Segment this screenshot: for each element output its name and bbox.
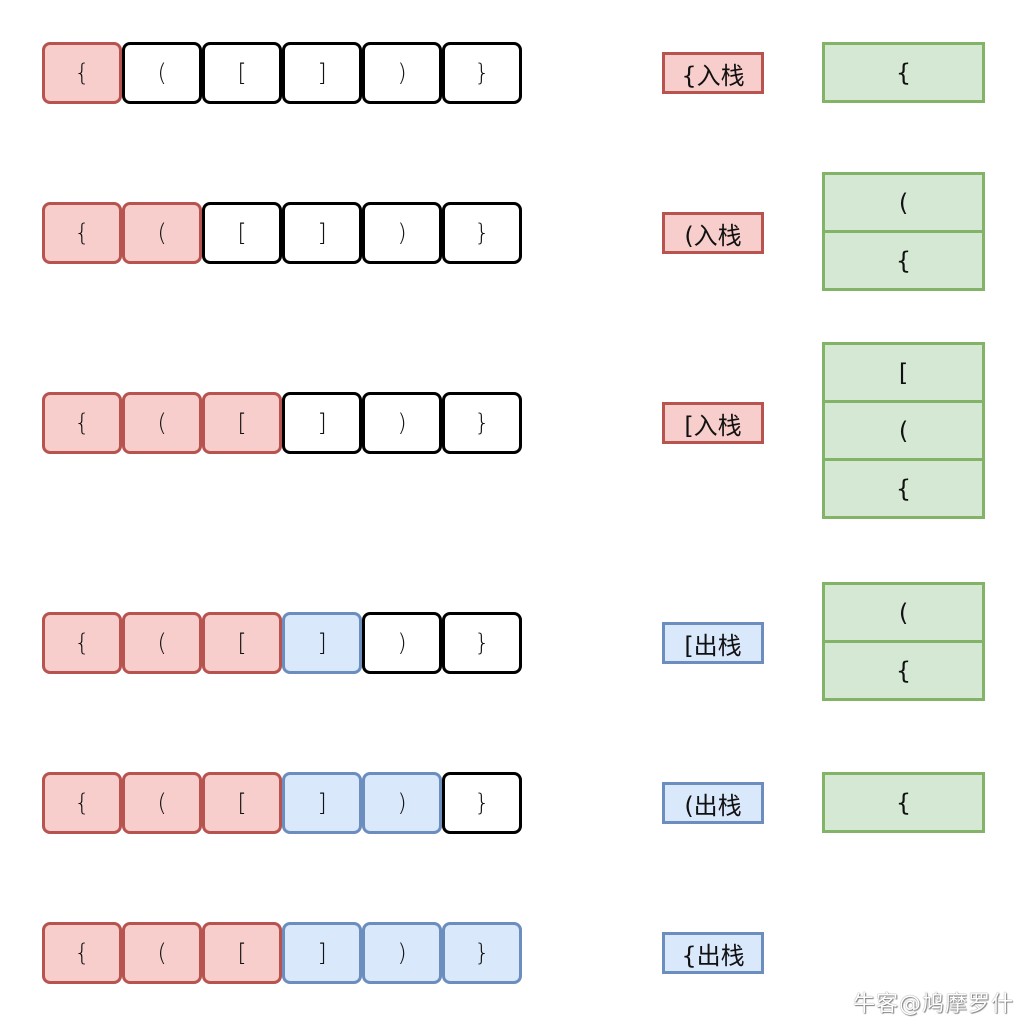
bracket-cell: }	[442, 42, 522, 104]
bracket-cell: {	[42, 772, 122, 834]
bracket-cell: )	[362, 922, 442, 984]
stack-element: {	[822, 42, 985, 103]
bracket-cell: {	[42, 612, 122, 674]
stack-state: ({	[822, 582, 985, 701]
bracket-cell: {	[42, 202, 122, 264]
bracket-cell: }	[442, 772, 522, 834]
pop-operation-label: [出栈	[662, 622, 764, 664]
bracket-cell: [	[202, 42, 282, 104]
push-operation-label: {入栈	[662, 52, 764, 94]
stack-state: ({	[822, 172, 985, 291]
bracket-cell: [	[202, 612, 282, 674]
stack-element: (	[822, 582, 985, 643]
bracket-cell: [	[202, 772, 282, 834]
bracket-cell: (	[122, 202, 202, 264]
bracket-cell: (	[122, 42, 202, 104]
bracket-sequence-row: {([])}	[42, 392, 524, 454]
bracket-cell: }	[442, 922, 522, 984]
stack-state: [({	[822, 342, 985, 519]
bracket-sequence-row: {([])}	[42, 612, 524, 674]
bracket-sequence-row: {([])}	[42, 202, 524, 264]
bracket-cell: [	[202, 202, 282, 264]
bracket-cell: }	[442, 202, 522, 264]
stack-state: {	[822, 42, 985, 103]
bracket-cell: {	[42, 392, 122, 454]
stack-element: [	[822, 342, 985, 403]
bracket-cell: }	[442, 612, 522, 674]
bracket-sequence-row: {([])}	[42, 772, 524, 834]
bracket-cell: [	[202, 392, 282, 454]
push-operation-label: [入栈	[662, 402, 764, 444]
bracket-cell: {	[42, 42, 122, 104]
stack-element: {	[822, 230, 985, 291]
stack-element: {	[822, 458, 985, 519]
bracket-cell: (	[122, 922, 202, 984]
pop-operation-label: {出栈	[662, 932, 764, 974]
stack-element: {	[822, 640, 985, 701]
bracket-cell: (	[122, 392, 202, 454]
bracket-cell: (	[122, 772, 202, 834]
bracket-cell: )	[362, 202, 442, 264]
bracket-cell: )	[362, 772, 442, 834]
stack-element: (	[822, 172, 985, 233]
bracket-sequence-row: {([])}	[42, 922, 524, 984]
bracket-cell: ]	[282, 612, 362, 674]
bracket-cell: ]	[282, 202, 362, 264]
bracket-sequence-row: {([])}	[42, 42, 524, 104]
pop-operation-label: (出栈	[662, 782, 764, 824]
bracket-cell: {	[42, 922, 122, 984]
bracket-cell: )	[362, 612, 442, 674]
bracket-cell: ]	[282, 392, 362, 454]
bracket-cell: ]	[282, 42, 362, 104]
bracket-cell: ]	[282, 922, 362, 984]
bracket-cell: ]	[282, 772, 362, 834]
push-operation-label: (入栈	[662, 212, 764, 254]
bracket-cell: [	[202, 922, 282, 984]
watermark: 牛客@鸠摩罗什	[852, 992, 1014, 1017]
bracket-cell: }	[442, 392, 522, 454]
bracket-cell: (	[122, 612, 202, 674]
bracket-cell: )	[362, 42, 442, 104]
stack-element: {	[822, 772, 985, 833]
bracket-cell: )	[362, 392, 442, 454]
stack-state: {	[822, 772, 985, 833]
stack-element: (	[822, 400, 985, 461]
